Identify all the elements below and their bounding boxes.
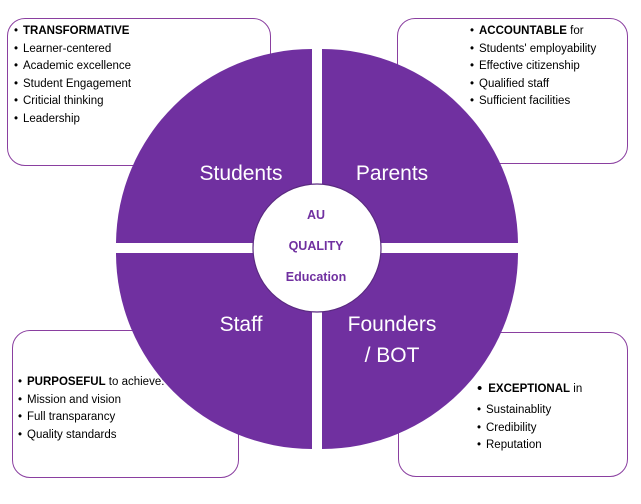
list-item-text: Qualified staff	[479, 77, 550, 90]
list-item-keyword: TRANSFORMATIVE	[23, 25, 130, 37]
bullet-icon: •	[18, 428, 23, 441]
list-item: • Student Engagement	[14, 76, 131, 94]
list-item-text: Learner-centered	[23, 42, 112, 55]
center-au-text: AU	[307, 208, 325, 222]
list-item-text: Academic excellence	[23, 60, 132, 72]
list-item: • Learner-centered	[14, 41, 131, 59]
center-education-text: Education	[286, 270, 346, 284]
staff-quadrant	[116, 253, 312, 449]
purposeful-list: • PURPOSEFUL to achieve: • Mission and visi…	[18, 374, 164, 444]
list-item-text: Sustainablity	[486, 404, 552, 416]
transformative-list: • TRANSFORMATIVE • Learner-centered • Academi…	[14, 23, 131, 128]
list-item: • ACCOUNTABLE for	[470, 23, 596, 41]
bullet-icon: •	[477, 421, 482, 434]
list-item: • Students' employability	[470, 41, 596, 59]
list-item-keyword: PURPOSEFUL	[27, 376, 106, 388]
founders-label: Founders	[348, 313, 437, 336]
list-item-text: Criticial thinking	[23, 95, 104, 107]
exceptional-title: • EXCEPTIONAL in	[477, 380, 582, 397]
list-item-text: Quality standards	[27, 428, 117, 441]
list-item: • Credibility	[477, 420, 551, 438]
bot-label: / BOT	[365, 344, 420, 367]
parents-label: Parents	[356, 162, 428, 185]
bullet-icon: •	[14, 25, 19, 37]
bullet-icon: •	[14, 60, 19, 72]
list-item-text: Reputation	[486, 439, 542, 451]
bullet-icon: •	[470, 95, 475, 107]
bullet-icon: •	[18, 376, 23, 388]
bullet-icon: •	[470, 42, 475, 55]
list-item-text: Effective citizenship	[479, 60, 580, 72]
list-item: • TRANSFORMATIVE	[14, 23, 131, 41]
center-quality-text: QUALITY	[289, 239, 345, 253]
list-item-text: for	[566, 25, 584, 37]
list-item: • Effective citizenship	[470, 58, 596, 76]
list-item: • Reputation	[477, 437, 551, 455]
list-item-text: Mission and vision	[27, 393, 121, 406]
list-item: • Leadership	[14, 111, 131, 129]
list-item: • Full transparancy	[18, 409, 164, 427]
founders-quadrant	[322, 253, 518, 449]
bullet-icon: •	[14, 77, 19, 90]
list-item-text: Student Engagement	[23, 77, 132, 90]
list-item: • Criticial thinking	[14, 93, 131, 111]
bullet-icon: •	[18, 411, 23, 423]
list-item: • Sufficient facilities	[470, 93, 596, 111]
students-quadrant	[116, 49, 312, 243]
bullet-icon: •	[18, 393, 23, 406]
list-item: • Qualified staff	[470, 76, 596, 94]
parents-quadrant	[322, 49, 518, 243]
bullet-icon: •	[470, 25, 475, 37]
bullet-icon: •	[14, 112, 19, 125]
exceptional-keyword: EXCEPTIONAL	[488, 383, 571, 395]
list-item-keyword: ACCOUNTABLE	[479, 25, 567, 37]
accountable-list: • ACCOUNTABLE for • Students' employability…	[470, 23, 596, 111]
list-item: • Academic excellence	[14, 58, 131, 76]
bullet-icon: •	[14, 42, 19, 55]
exceptional-list: • Sustainablity • Credibility • Reputation	[477, 402, 551, 455]
bullet-icon: •	[477, 439, 482, 451]
list-item-text: Credibility	[486, 421, 537, 434]
list-item-text: to achieve:	[105, 376, 165, 388]
students-label: Students	[200, 162, 283, 185]
list-item-text: Students' employability	[479, 42, 597, 55]
list-item: • Quality standards	[18, 427, 164, 445]
bullet-icon: •	[470, 60, 475, 72]
exceptional-title-rest: in	[570, 383, 583, 395]
center-circle	[252, 183, 382, 313]
bullet-icon: •	[477, 380, 483, 397]
list-item: • Mission and vision	[18, 392, 164, 410]
bullet-icon: •	[14, 95, 19, 107]
staff-label: Staff	[220, 313, 263, 336]
list-item: • PURPOSEFUL to achieve:	[18, 374, 164, 392]
wheel-quadrants	[116, 49, 518, 449]
list-item-text: Full transparancy	[27, 411, 116, 423]
list-item: • Sustainablity	[477, 402, 551, 420]
bullet-icon: •	[470, 77, 475, 90]
list-item-text: Sufficient facilities	[479, 95, 571, 107]
bullet-icon: •	[477, 404, 482, 416]
list-item-text: Leadership	[23, 112, 80, 125]
